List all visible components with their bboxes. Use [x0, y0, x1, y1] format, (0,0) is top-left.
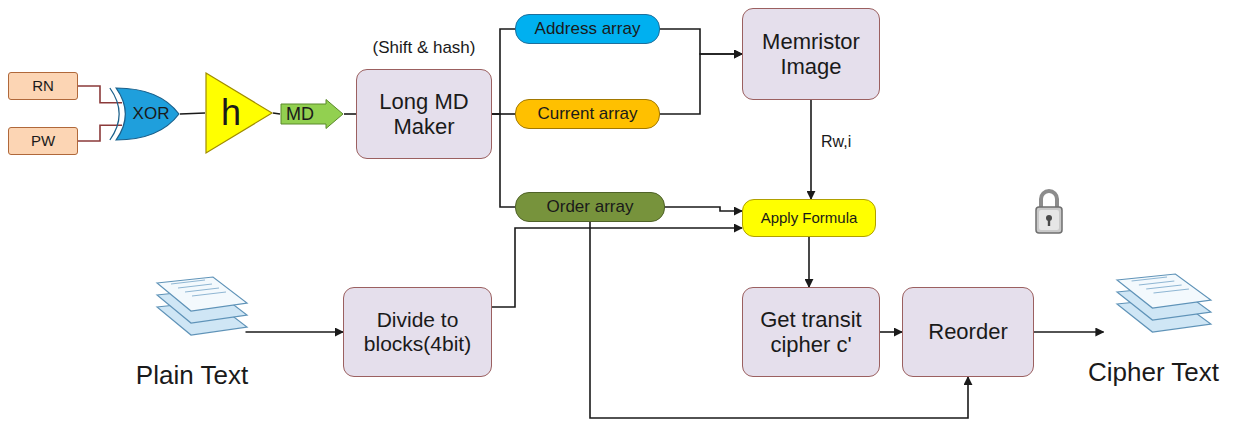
array-box: Order array: [515, 192, 665, 222]
connector: [344, 113, 356, 115]
hash-triangle: h: [205, 72, 273, 154]
digest-arrow: MD: [280, 99, 344, 129]
connector: [808, 237, 810, 287]
node-label: Memristor Image: [751, 29, 871, 80]
triangle-body: [206, 73, 272, 153]
sheet-face: [1116, 274, 1210, 308]
connector: [880, 331, 902, 333]
node-heading: (Shift & hash): [337, 38, 511, 58]
connector: [660, 29, 742, 54]
node-label: Long MD Maker: [365, 89, 483, 140]
edge-label: Rw,i: [819, 133, 853, 151]
sheet-line: [1153, 289, 1188, 293]
sheet-line: [1146, 285, 1181, 289]
array-box: Address array: [515, 14, 660, 44]
document-icon: Cipher Text: [1085, 272, 1222, 397]
connector: [665, 207, 742, 211]
document-icon: Plain Text: [133, 275, 251, 400]
sheet-line: [178, 284, 212, 288]
process-box: Get transit cipher c': [742, 287, 880, 377]
connector: [180, 113, 205, 114]
node-label: Current array: [537, 104, 637, 124]
connector: [660, 54, 742, 114]
input-box: RN: [8, 72, 78, 100]
connector: [273, 113, 280, 114]
process-box: Divide to blocks(4bit): [343, 287, 492, 377]
node-label: Get transit cipher c': [751, 307, 871, 358]
sheet-line: [171, 280, 205, 284]
document-sheet: [1116, 274, 1210, 308]
sheet-face: [157, 277, 247, 311]
node-label: Plain Text: [136, 361, 248, 391]
xor-gate: XOR: [114, 86, 180, 142]
formula-box: Apply Formula: [742, 199, 876, 237]
connector: [246, 331, 344, 333]
connector: [492, 114, 515, 207]
xor-body: [116, 88, 179, 140]
node-label: RN: [32, 77, 54, 94]
node-label: MD: [286, 104, 314, 125]
sheet-line: [1138, 281, 1173, 285]
node-label: Reorder: [928, 319, 1007, 344]
connector: [810, 100, 812, 199]
process-box: (Shift & hash)Long MD Maker: [356, 69, 492, 159]
process-box: Memristor Image: [742, 8, 880, 100]
sheet-line: [185, 288, 219, 292]
node-label: XOR: [133, 104, 170, 124]
input-box: PW: [8, 127, 78, 155]
node-label: h: [221, 92, 241, 133]
sheet-line: [192, 292, 226, 296]
document-sheet: [157, 277, 247, 311]
arrow-body: [281, 100, 343, 129]
document-stack: [135, 275, 250, 357]
node-label: Address array: [535, 19, 641, 39]
array-box: Current array: [515, 99, 660, 129]
node-label: Order array: [547, 197, 634, 217]
node-label: PW: [31, 132, 55, 149]
connector: [492, 228, 742, 307]
node-label: Cipher Text: [1088, 358, 1219, 388]
xor-back-curve: [110, 88, 119, 140]
node-label: Apply Formula: [761, 209, 858, 226]
connector: [78, 86, 122, 103]
connector: [78, 125, 122, 141]
connector: [1034, 331, 1104, 333]
connector: [492, 29, 515, 114]
sheet-line: [1131, 277, 1166, 281]
document-stack: [1094, 272, 1214, 354]
process-box: Reorder: [902, 287, 1034, 377]
node-label: Divide to blocks(4bit): [352, 308, 483, 356]
lock-icon: [1033, 186, 1065, 236]
